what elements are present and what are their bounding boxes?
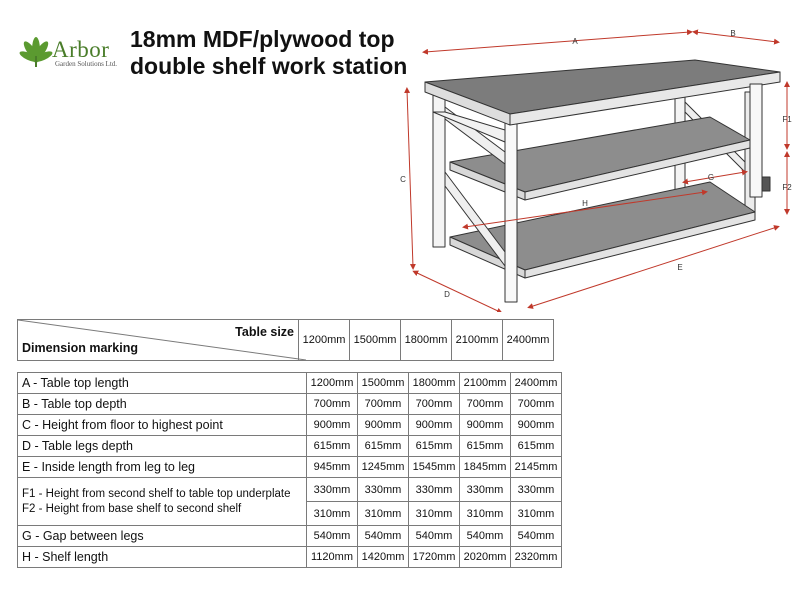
brand-subtitle: Garden Solutions Ltd. bbox=[55, 60, 118, 68]
row-value: 900mm bbox=[357, 414, 409, 436]
size-column-header: 2100mm bbox=[451, 319, 503, 361]
row-value: 700mm bbox=[306, 393, 358, 415]
row-value: 700mm bbox=[510, 393, 562, 415]
row-value: 1120mm bbox=[306, 546, 358, 568]
row-label: C - Height from floor to highest point bbox=[17, 414, 307, 436]
row-label: D - Table legs depth bbox=[17, 435, 307, 457]
table-row: G - Gap between legs 540mm 540mm 540mm 5… bbox=[17, 525, 562, 547]
row-value: 700mm bbox=[357, 393, 409, 415]
table-row: D - Table legs depth 615mm 615mm 615mm 6… bbox=[17, 435, 562, 457]
brand-name: Arbor bbox=[52, 37, 110, 62]
row-value: 900mm bbox=[306, 414, 358, 436]
row-value: 615mm bbox=[357, 435, 409, 457]
row-label: H - Shelf length bbox=[17, 546, 307, 568]
row-value: 615mm bbox=[408, 435, 460, 457]
row-value: 2020mm bbox=[459, 546, 511, 568]
row-value: 945mm bbox=[306, 456, 358, 478]
row-value: 540mm bbox=[459, 525, 511, 547]
row-value: 900mm bbox=[408, 414, 460, 436]
f1-label: F1 - Height from second shelf to table t… bbox=[22, 487, 291, 500]
row-value: 1845mm bbox=[459, 456, 511, 478]
title-line-1: 18mm MDF/plywood top bbox=[130, 26, 395, 52]
table-row: B - Table top depth 700mm 700mm 700mm 70… bbox=[17, 393, 562, 415]
row-value: 310mm bbox=[510, 501, 562, 526]
row-value: 2145mm bbox=[510, 456, 562, 478]
label-c: C bbox=[400, 175, 406, 184]
row-value: 330mm bbox=[510, 477, 562, 502]
label-d: D bbox=[444, 290, 450, 299]
label-f2: F2 bbox=[782, 183, 792, 192]
row-label: B - Table top depth bbox=[17, 393, 307, 415]
header-table-size: Table size bbox=[235, 325, 294, 339]
row-value: 330mm bbox=[408, 477, 460, 502]
label-b: B bbox=[730, 29, 735, 38]
row-value: 330mm bbox=[357, 477, 409, 502]
label-a: A bbox=[572, 37, 578, 46]
label-g: G bbox=[708, 173, 714, 182]
row-value: 615mm bbox=[510, 435, 562, 457]
row-value: 310mm bbox=[357, 501, 409, 526]
size-header-table: Table size Dimension marking 1200mm 1500… bbox=[17, 319, 554, 361]
size-column-header: 1200mm bbox=[298, 319, 350, 361]
dimension-table: A - Table top length 1200mm 1500mm 1800m… bbox=[17, 372, 562, 568]
row-value: 1200mm bbox=[306, 372, 358, 394]
row-value: 2320mm bbox=[510, 546, 562, 568]
row-value: 310mm bbox=[306, 501, 358, 526]
table-row-f1: F1 - Height from second shelf to table t… bbox=[17, 477, 562, 526]
row-value: 1420mm bbox=[357, 546, 409, 568]
row-label: G - Gap between legs bbox=[17, 525, 307, 547]
row-value: 2100mm bbox=[459, 372, 511, 394]
label-f1: F1 bbox=[782, 115, 792, 124]
page-title: 18mm MDF/plywood top double shelf work s… bbox=[130, 26, 407, 80]
label-e: E bbox=[677, 263, 682, 272]
size-header-row: Table size Dimension marking 1200mm 1500… bbox=[17, 319, 554, 361]
row-value: 615mm bbox=[459, 435, 511, 457]
row-value: 540mm bbox=[306, 525, 358, 547]
row-value: 700mm bbox=[408, 393, 460, 415]
row-value: 1720mm bbox=[408, 546, 460, 568]
row-value: 330mm bbox=[459, 477, 511, 502]
table-row: C - Height from floor to highest point 9… bbox=[17, 414, 562, 436]
row-value: 900mm bbox=[510, 414, 562, 436]
table-row: A - Table top length 1200mm 1500mm 1800m… bbox=[17, 372, 562, 394]
diagonal-divider bbox=[18, 320, 306, 360]
row-value: 1500mm bbox=[357, 372, 409, 394]
row-value: 540mm bbox=[510, 525, 562, 547]
row-value: 310mm bbox=[459, 501, 511, 526]
table-row-f2: 310mm 310mm 310mm 310mm 310mm bbox=[18, 501, 562, 526]
row-value: 310mm bbox=[408, 501, 460, 526]
size-column-header: 1500mm bbox=[349, 319, 401, 361]
header-corner-cell: Table size Dimension marking bbox=[17, 319, 306, 361]
size-column-header: 2400mm bbox=[502, 319, 554, 361]
row-value: 1545mm bbox=[408, 456, 460, 478]
size-column-header: 1800mm bbox=[400, 319, 452, 361]
title-line-2: double shelf work station bbox=[130, 53, 408, 79]
row-value: 330mm bbox=[306, 477, 358, 502]
row-value: 540mm bbox=[408, 525, 460, 547]
row-label: E - Inside length from leg to leg bbox=[17, 456, 307, 478]
row-label-f: F1 - Height from second shelf to table t… bbox=[17, 477, 307, 526]
row-value: 900mm bbox=[459, 414, 511, 436]
f2-label: F2 - Height from base shelf to second sh… bbox=[22, 502, 242, 515]
label-h: H bbox=[582, 199, 588, 208]
leaf-icon bbox=[19, 37, 53, 67]
table-row: H - Shelf length 1120mm 1420mm 1720mm 20… bbox=[17, 546, 562, 568]
row-value: 1245mm bbox=[357, 456, 409, 478]
row-label: A - Table top length bbox=[17, 372, 307, 394]
row-value: 540mm bbox=[357, 525, 409, 547]
row-value: 2400mm bbox=[510, 372, 562, 394]
workbench-diagram: A B C D E F1 F2 G H bbox=[400, 29, 792, 312]
header-dimension-marking: Dimension marking bbox=[22, 341, 138, 355]
table-row: E - Inside length from leg to leg 945mm … bbox=[17, 456, 562, 478]
row-value: 615mm bbox=[306, 435, 358, 457]
row-value: 700mm bbox=[459, 393, 511, 415]
row-value: 1800mm bbox=[408, 372, 460, 394]
